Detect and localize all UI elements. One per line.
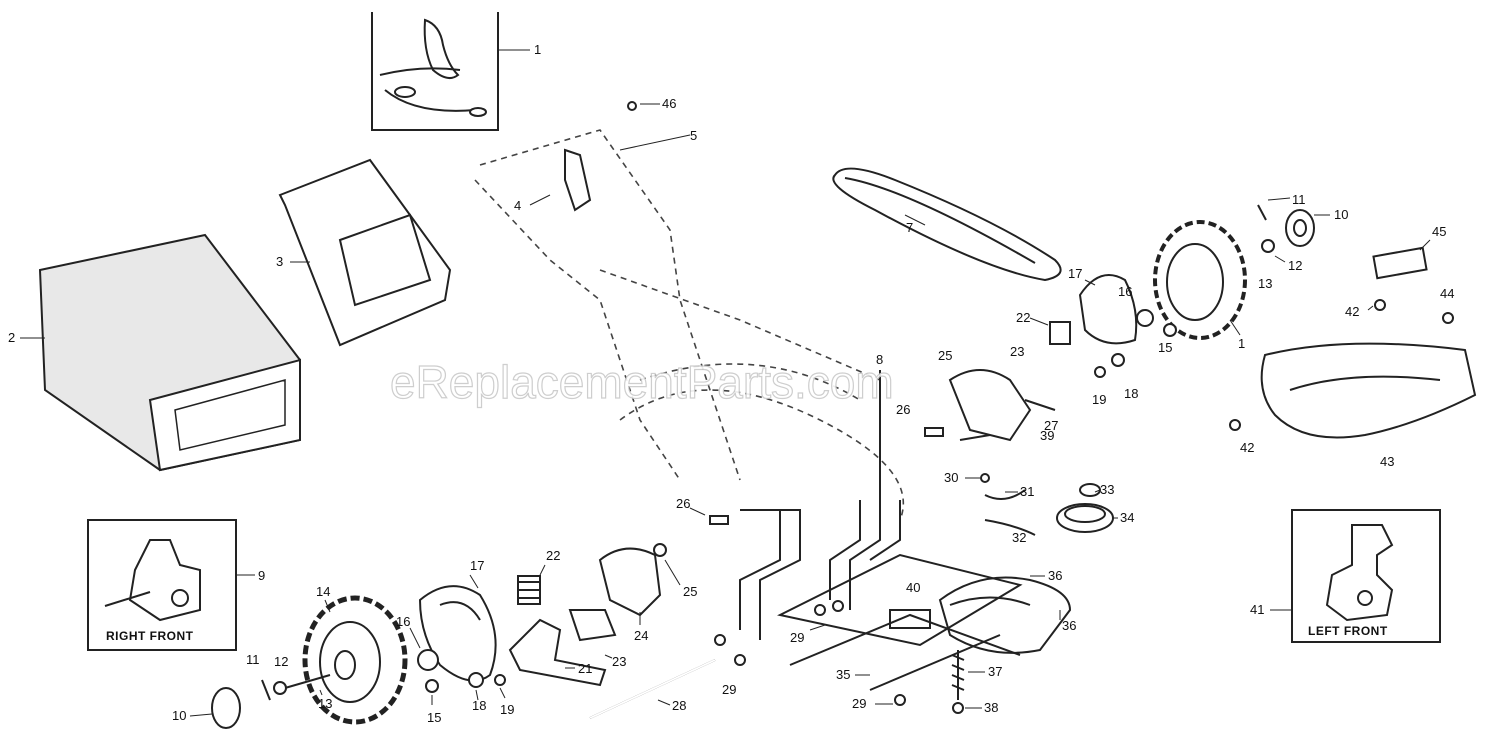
watermark: eReplacementParts.com <box>390 356 894 408</box>
callout-height-shaft: 8 <box>876 352 883 367</box>
callout-bushing-left: 18 <box>472 698 486 713</box>
right-front-label: RIGHT FRONT <box>106 629 194 643</box>
callout-clip-right: 11 <box>1292 192 1306 207</box>
callout-nut-29-lower: 29 <box>722 682 736 697</box>
callout-wheel-left: 14 <box>316 584 330 599</box>
grass-bag: 2 <box>8 233 301 472</box>
callout-screw-30: 30 <box>944 470 958 485</box>
callout-washer-right: 12 <box>1288 258 1302 273</box>
callout-left-front-inset: 41 <box>1250 602 1264 617</box>
callout-grass-bag: 2 <box>8 330 15 345</box>
callout-bolt-46: 46 <box>662 96 676 111</box>
callout-transmission: 36 <box>1062 618 1076 633</box>
callout-clip-left: 11 <box>246 652 260 667</box>
callout-axle-left: 13 <box>318 696 332 711</box>
left-wheel-group: 14 17 16 15 18 19 13 12 11 10 <box>172 558 514 729</box>
drive-belt: 7 <box>832 167 1062 282</box>
callout-nut-29: 29 <box>790 630 804 645</box>
callout-spring-32: 32 <box>1012 530 1026 545</box>
callout-bolt-35: 35 <box>836 667 850 682</box>
callout-bolt-42: 42 <box>1240 440 1254 455</box>
bag-frame: 3 <box>276 158 452 347</box>
height-shaft: 8 <box>876 352 883 500</box>
callout-bracket-right: 23 <box>1010 344 1024 359</box>
callout-adjuster-plate: 21 <box>578 661 592 676</box>
callout-gear-r16: 16 <box>1118 284 1132 299</box>
callout-adjuster-lever: 24 <box>634 628 648 643</box>
callout-spacer-right: 26 <box>896 402 910 417</box>
callout-axle-right: 13 <box>1258 276 1272 291</box>
callout-wheel-cover-left: 17 <box>470 558 484 573</box>
linkage-rods: 29 29 26 <box>676 496 901 697</box>
callout-cable-kit: 1 <box>534 42 541 57</box>
left-front-label: LEFT FRONT <box>1308 624 1388 638</box>
callout-cover-right: 17 <box>1068 266 1082 281</box>
callout-drive-belt: 7 <box>906 220 913 235</box>
callout-lever-bolt: 25 <box>683 584 697 599</box>
transmission-group: 36 36 40 35 37 38 29 <box>777 553 1076 715</box>
callout-nut-right: 19 <box>1092 392 1106 407</box>
callout-bolt-38: 38 <box>984 700 998 715</box>
callout-screw-26: 26 <box>676 496 690 511</box>
rear-axle: 28 <box>589 659 716 719</box>
callout-nut-left: 19 <box>500 702 514 717</box>
callout-bracket-left: 23 <box>612 654 626 669</box>
cable-kit-inset: 1 <box>371 12 541 131</box>
callout-bag-frame: 3 <box>276 254 283 269</box>
callout-key-33: 33 <box>1100 482 1114 497</box>
callout-gear-r15: 15 <box>1158 340 1172 355</box>
callout-gear-right: 16 <box>396 614 410 629</box>
callout-rear-axle: 28 <box>672 698 686 713</box>
callout-pulley: 34 <box>1120 510 1134 525</box>
pulley-group: 30 31 32 33 34 <box>944 470 1134 545</box>
right-front-inset: 9 RIGHT FRONT <box>87 519 265 651</box>
callout-wheel-right: 1 <box>1238 336 1245 351</box>
belt-cover-group: 45 42 44 42 43 <box>1229 224 1477 469</box>
callout-handle-knob: 5 <box>690 128 697 143</box>
right-bracket-group: 23 25 27 26 39 <box>896 344 1058 443</box>
callout-decal: 45 <box>1432 224 1446 239</box>
callout-hubcap-left: 10 <box>172 708 186 723</box>
callout-washer-left: 12 <box>274 654 288 669</box>
callout-gear-left: 15 <box>427 710 441 725</box>
callout-spring-right: 22 <box>1016 310 1030 325</box>
callout-bolt-36-top: 36 <box>1048 568 1062 583</box>
callout-nut-29b: 29 <box>852 696 866 711</box>
callout-shield-40: 40 <box>906 580 920 595</box>
right-wheel-group: 1 10 11 12 13 17 16 15 22 18 19 <box>1016 192 1348 407</box>
callout-screw-44: 44 <box>1440 286 1454 301</box>
left-front-inset: 41 LEFT FRONT <box>1250 509 1441 643</box>
callout-spring-left: 22 <box>546 548 560 563</box>
callout-handle-bolt: 4 <box>514 198 521 213</box>
callout-nut-right-27: 27 <box>1044 418 1058 433</box>
left-adjuster-group: 24 25 22 21 23 <box>508 543 697 687</box>
callout-right-front-inset: 9 <box>258 568 265 583</box>
callout-belt-cover: 43 <box>1380 454 1394 469</box>
callout-cable-31: 31 <box>1020 484 1034 499</box>
callout-spring-37: 37 <box>988 664 1002 679</box>
handle-assembly: 4 5 46 <box>474 96 905 521</box>
callout-bolt-42-top: 42 <box>1345 304 1359 319</box>
callout-hubcap-right: 10 <box>1334 207 1348 222</box>
callout-lever-right: 25 <box>938 348 952 363</box>
callout-bracket-right-39: 39 <box>1040 428 1054 443</box>
callout-bushing-right: 18 <box>1124 386 1138 401</box>
